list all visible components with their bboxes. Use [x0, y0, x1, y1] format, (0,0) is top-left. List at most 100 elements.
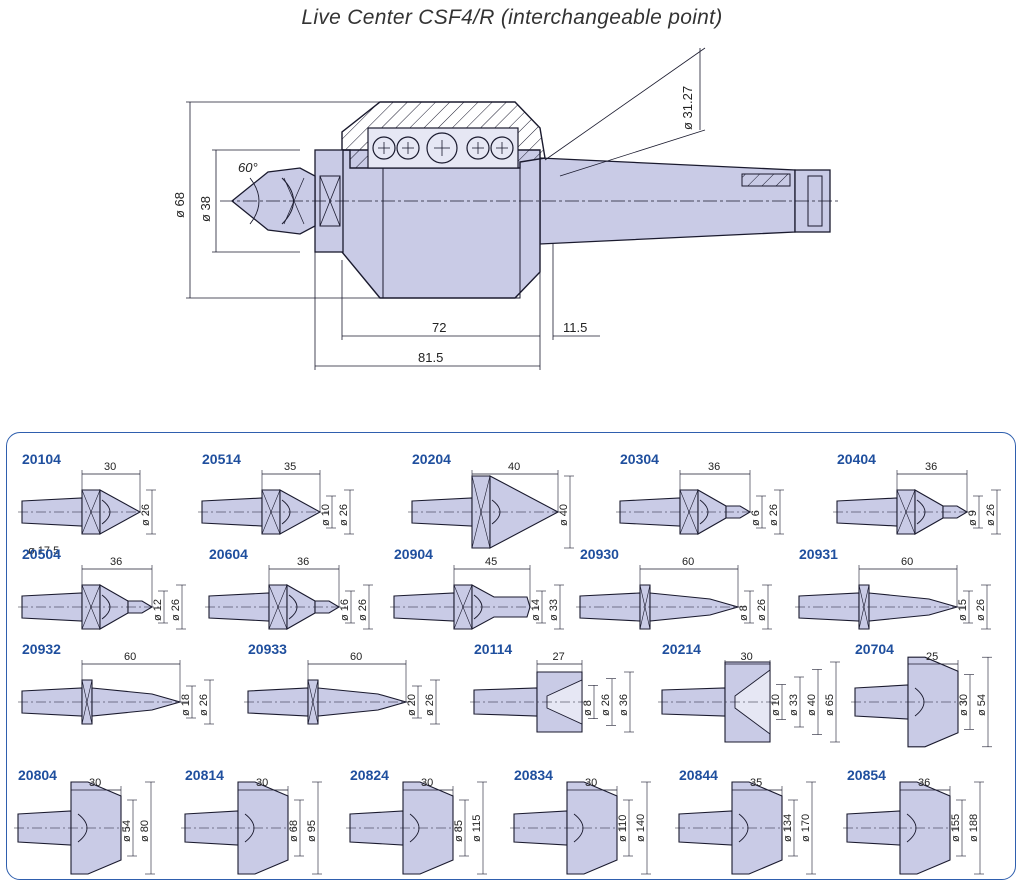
length-label: 30	[104, 461, 116, 473]
diameter-label: ø 20	[406, 694, 418, 716]
diameter-label: ø 65	[824, 694, 836, 716]
point-code: 20404	[837, 451, 876, 467]
point-code: 20804	[18, 767, 57, 783]
length-label: 36	[708, 461, 720, 473]
point-item-20814: 20814 30 ø 68 ø 95	[181, 767, 322, 875]
dim-72: 72	[432, 320, 446, 335]
diameter-label: ø 140	[635, 814, 647, 842]
length-label: 30	[741, 651, 753, 663]
diameter-label: ø 12	[152, 599, 164, 621]
point-item-20834: 20834 30 ø 110 ø 140	[510, 767, 651, 875]
dim-11-5: 11.5	[563, 320, 587, 335]
angle-label: 60°	[238, 160, 258, 175]
point-code: 20514	[202, 451, 241, 467]
diameter-label: ø 8	[738, 605, 750, 621]
point-code: 20104	[22, 451, 61, 467]
point-code: 20933	[248, 641, 287, 657]
point-code: 20814	[185, 767, 224, 783]
diameter-label: ø 8	[582, 700, 594, 716]
dim-81-5: 81.5	[418, 350, 443, 365]
length-label: 30	[89, 777, 101, 789]
length-label: 36	[925, 461, 937, 473]
point-item-20804: 20804 30 ø 54 ø 80	[14, 767, 155, 875]
diameter-label: ø 15	[957, 599, 969, 621]
diameter-label: ø 68	[288, 820, 300, 842]
length-label: 60	[682, 556, 694, 568]
diameter-label: ø 6	[750, 510, 762, 526]
diameter-label: ø 26	[170, 599, 182, 621]
point-code: 20824	[350, 767, 389, 783]
length-label: 60	[901, 556, 913, 568]
diameter-label: ø 26	[756, 599, 768, 621]
points-catalog: 20104 30 ø 26 ø 17.5 20514 35 ø 10 ø 26 20204 40 ø…	[14, 451, 1001, 875]
length-label: 30	[421, 777, 433, 789]
length-label: 30	[256, 777, 268, 789]
point-code: 20844	[679, 767, 718, 783]
length-label: 40	[508, 461, 520, 473]
diameter-label: ø 85	[453, 820, 465, 842]
point-item-20104: 20104 30 ø 26 ø 17.5	[18, 451, 156, 557]
diameter-label: ø 110	[617, 815, 629, 842]
diameter-label: ø 80	[139, 820, 151, 842]
diameter-label: ø 188	[968, 814, 980, 842]
diameter-label: ø 9	[967, 510, 979, 526]
length-label: 30	[585, 777, 597, 789]
diameter-label: ø 134	[782, 814, 794, 842]
diameter-label: ø 26	[357, 599, 369, 621]
length-label: 35	[284, 461, 296, 473]
diameter-label: ø 14	[530, 599, 542, 621]
point-item-20504: 20504 36 ø 12 ø 26	[18, 546, 186, 630]
point-item-20824: 20824 30 ø 85 ø 115	[346, 767, 487, 875]
length-label: 60	[124, 651, 136, 663]
length-label: 36	[110, 556, 122, 568]
point-code: 20904	[394, 546, 433, 562]
point-code: 20834	[514, 767, 553, 783]
diameter-label: ø 16	[339, 599, 351, 621]
point-code: 20931	[799, 546, 838, 562]
point-item-20514: 20514 35 ø 10 ø 26	[198, 451, 354, 535]
point-item-20844: 20844 35 ø 134 ø 170	[675, 767, 816, 875]
point-code: 20504	[22, 546, 61, 562]
diameter-label: ø 26	[768, 504, 780, 526]
points-catalog-frame	[6, 432, 1016, 880]
point-item-20404: 20404 36 ø 9 ø 26	[833, 451, 1001, 535]
point-code: 20704	[855, 641, 894, 657]
dim-d68: ø 68	[172, 192, 187, 218]
diameter-label: ø 26	[338, 504, 350, 526]
diameter-label: ø 95	[306, 820, 318, 842]
diameter-label: ø 10	[320, 504, 332, 526]
diameter-label: ø 33	[548, 599, 560, 621]
dim-d3127: ø 31.27	[680, 86, 695, 130]
diameter-label: ø 155	[950, 814, 962, 842]
extra-diameter-label: ø 17.5	[28, 545, 59, 557]
page-title: Live Center CSF4/R (interchangeable poin…	[301, 6, 723, 29]
diameter-label: ø 26	[140, 504, 152, 526]
live-center-drawing: 60° ø 68 ø 38 ø 31.27 72 11.5 81.5	[172, 47, 840, 370]
length-label: 27	[553, 651, 565, 663]
point-code: 20854	[847, 767, 886, 783]
point-code: 20204	[412, 451, 451, 467]
diameter-label: ø 54	[121, 820, 133, 842]
diameter-label: ø 115	[471, 815, 483, 842]
diameter-label: ø 18	[180, 694, 192, 716]
diameter-label: ø 36	[618, 694, 630, 716]
length-label: 35	[750, 777, 762, 789]
diameter-label: ø 26	[424, 694, 436, 716]
point-code: 20214	[662, 641, 701, 657]
housing-body	[341, 149, 541, 299]
diameter-label: ø 26	[985, 504, 997, 526]
diameter-label: ø 30	[958, 694, 970, 716]
dim-d38: ø 38	[198, 196, 213, 222]
diameter-label: ø 170	[800, 814, 812, 842]
